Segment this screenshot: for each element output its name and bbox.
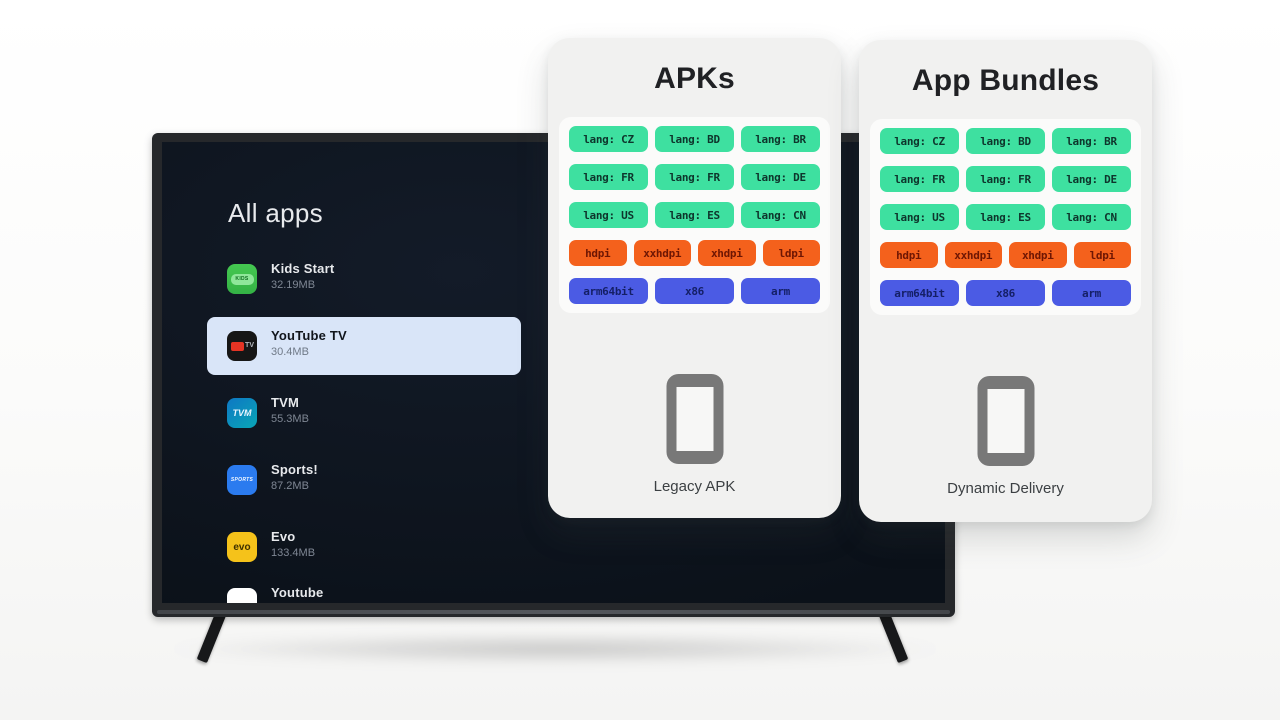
lang-chip: lang: ES (655, 202, 734, 228)
lang-chip: lang: US (880, 204, 959, 230)
app-title: YouTube TV (271, 328, 347, 343)
tv-floor-shadow (158, 634, 952, 664)
abi-chip-row: arm64bit x86 arm (569, 278, 820, 304)
youtube-tv-app-icon: TV (227, 331, 257, 361)
dpi-chip: xxhdpi (944, 242, 1002, 268)
app-list-item-youtube[interactable]: Youtube (207, 574, 521, 603)
tv-bottom-bezel (157, 610, 950, 614)
app-bundles-card: App Bundles lang: CZ lang: BD lang: BR l… (859, 40, 1152, 522)
app-title: Kids Start (271, 261, 335, 276)
dpi-chip-row: hdpi xxhdpi xhdpi ldpi (569, 240, 820, 266)
dpi-chip: xxhdpi (633, 240, 691, 266)
legacy-apk-caption: Legacy APK (653, 478, 736, 495)
youtube-tv-red-logo (231, 342, 244, 351)
lang-chip: lang: BD (966, 128, 1045, 154)
abi-chip: x86 (966, 280, 1045, 306)
app-size: 32.19MB (271, 279, 316, 291)
lang-chip: lang: FR (880, 166, 959, 192)
lang-chip: lang: FR (966, 166, 1045, 192)
abi-chip: x86 (655, 278, 734, 304)
app-list-item-tvm[interactable]: TVM TVM 55.3MB (207, 384, 521, 442)
dynamic-delivery-caption: Dynamic Delivery (947, 480, 1064, 497)
app-bundles-chip-panel: lang: CZ lang: BD lang: BR lang: FR lang… (870, 119, 1141, 315)
youtube-tv-icon-label: TV (245, 342, 254, 349)
app-list-item-evo[interactable]: evo Evo 133.4MB (207, 518, 521, 576)
lang-chip: lang: FR (655, 164, 734, 190)
sports-app-icon: SPORTS (227, 465, 257, 495)
apks-card-title: APKs (654, 62, 735, 95)
app-title: TVM (271, 395, 300, 410)
lang-chip: lang: CZ (569, 126, 648, 152)
lang-chip: lang: DE (1052, 166, 1131, 192)
lang-chip: lang: CN (1052, 204, 1131, 230)
app-size: 30.4MB (271, 346, 309, 358)
lang-chip-row: lang: FR lang: FR lang: DE (569, 164, 820, 190)
lang-chip: lang: DE (741, 164, 820, 190)
lang-chip-row: lang: US lang: ES lang: CN (880, 204, 1131, 230)
app-title: Evo (271, 529, 296, 544)
lang-chip: lang: BD (655, 126, 734, 152)
kids-start-icon-label: KIDS (230, 273, 254, 285)
app-list-item-sports[interactable]: SPORTS Sports! 87.2MB (207, 451, 521, 509)
lang-chip-row: lang: CZ lang: BD lang: BR (569, 126, 820, 152)
dpi-chip: ldpi (762, 240, 820, 266)
phone-icon (977, 376, 1034, 466)
lang-chip: lang: FR (569, 164, 648, 190)
kids-start-app-icon: KIDS (227, 264, 257, 294)
dpi-chip-row: hdpi xxhdpi xhdpi ldpi (880, 242, 1131, 268)
lang-chip: lang: CZ (880, 128, 959, 154)
phone-icon (666, 374, 723, 464)
lang-chip-row: lang: US lang: ES lang: CN (569, 202, 820, 228)
youtube-app-icon (227, 588, 257, 603)
dpi-chip: xhdpi (698, 240, 756, 266)
lang-chip: lang: BR (741, 126, 820, 152)
evo-app-icon: evo (227, 532, 257, 562)
app-size: 133.4MB (271, 547, 316, 559)
lang-chip: lang: US (569, 202, 648, 228)
lang-chip: lang: BR (1052, 128, 1131, 154)
all-apps-heading: All apps (228, 198, 323, 228)
abi-chip-row: arm64bit x86 arm (880, 280, 1131, 306)
abi-chip: arm64bit (880, 280, 959, 306)
app-bundles-card-title: App Bundles (911, 64, 1100, 97)
dpi-chip: hdpi (569, 240, 627, 266)
abi-chip: arm (1052, 280, 1131, 306)
apks-chip-panel: lang: CZ lang: BD lang: BR lang: FR lang… (559, 117, 830, 313)
lang-chip: lang: CN (741, 202, 820, 228)
dpi-chip: xhdpi (1009, 242, 1067, 268)
abi-chip: arm (741, 278, 820, 304)
apks-card: APKs lang: CZ lang: BD lang: BR lang: FR… (548, 38, 841, 518)
app-title: Youtube (271, 585, 324, 600)
app-list-item-youtube-tv[interactable]: TV YouTube TV 30.4MB (207, 317, 521, 375)
app-size: 87.2MB (271, 480, 309, 492)
app-size: 55.3MB (271, 413, 309, 425)
lang-chip-row: lang: CZ lang: BD lang: BR (880, 128, 1131, 154)
dpi-chip: hdpi (880, 242, 938, 268)
app-list-item-kids-start[interactable]: KIDS Kids Start 32.19MB (207, 250, 521, 308)
app-title: Sports! (271, 462, 318, 477)
dpi-chip: ldpi (1073, 242, 1131, 268)
abi-chip: arm64bit (569, 278, 648, 304)
tvm-app-icon: TVM (227, 398, 257, 428)
lang-chip-row: lang: FR lang: FR lang: DE (880, 166, 1131, 192)
lang-chip: lang: ES (966, 204, 1045, 230)
